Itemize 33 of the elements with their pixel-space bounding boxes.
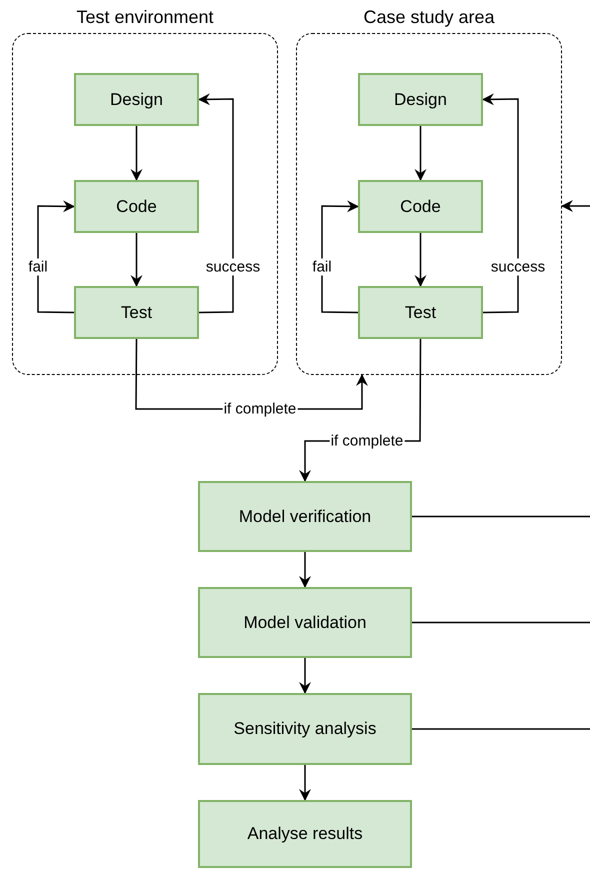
arrow bbox=[321, 200, 359, 314]
arrow bbox=[299, 552, 311, 588]
connector-line bbox=[412, 728, 590, 730]
edge-label: success bbox=[204, 258, 262, 276]
arrow bbox=[37, 200, 75, 314]
connector-line bbox=[412, 622, 590, 624]
group-title: Test environment bbox=[75, 6, 215, 29]
edge-label: fail bbox=[311, 258, 333, 276]
process-box: Design bbox=[74, 73, 199, 126]
arrow bbox=[561, 200, 590, 212]
arrow bbox=[414, 233, 426, 287]
process-box: Analyse results bbox=[198, 800, 412, 868]
arrow bbox=[482, 93, 519, 314]
arrow bbox=[198, 93, 234, 314]
process-box: Code bbox=[358, 180, 483, 233]
process-box: Test bbox=[358, 286, 483, 339]
arrow bbox=[299, 765, 311, 801]
process-box: Design bbox=[358, 73, 483, 126]
edge-label: fail bbox=[27, 258, 49, 276]
arrow bbox=[130, 126, 142, 181]
group-title: Case study area bbox=[362, 6, 496, 29]
process-box: Model validation bbox=[198, 587, 412, 658]
process-box: Model verification bbox=[198, 481, 412, 552]
edge-label: success bbox=[490, 258, 546, 276]
process-box: Code bbox=[74, 180, 199, 233]
edge-label: if complete bbox=[330, 432, 404, 450]
edge-label: if complete bbox=[222, 400, 298, 418]
arrow bbox=[414, 126, 426, 181]
arrow bbox=[130, 233, 142, 287]
process-box: Test bbox=[74, 286, 199, 339]
connector-line bbox=[412, 516, 590, 518]
arrow bbox=[299, 658, 311, 694]
process-box: Sensitivity analysis bbox=[198, 693, 412, 765]
